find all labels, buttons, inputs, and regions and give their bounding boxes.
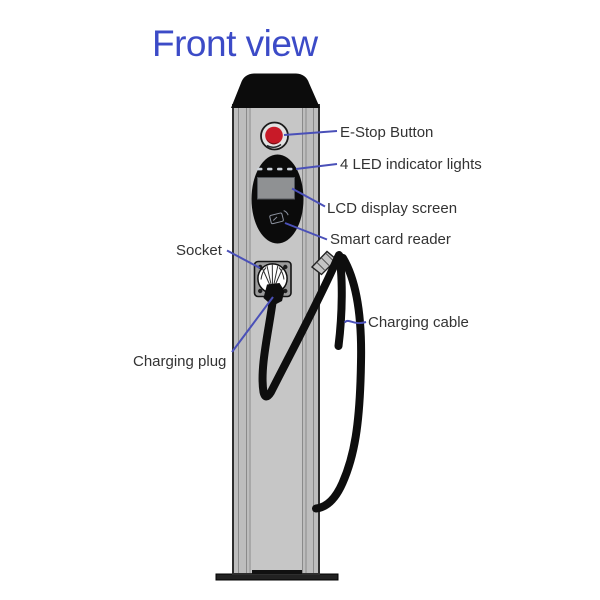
station-cap bbox=[231, 73, 320, 108]
leader-smart-card bbox=[284, 222, 328, 241]
leader-plug bbox=[231, 296, 274, 353]
leader-led bbox=[295, 163, 338, 170]
charging-cable bbox=[258, 251, 366, 513]
page-title: Front view bbox=[152, 23, 318, 64]
label-socket: Socket bbox=[176, 242, 222, 259]
leader-socket bbox=[226, 249, 261, 269]
label-lcd-display-screen: LCD display screen bbox=[327, 200, 458, 217]
lcd-screen bbox=[257, 177, 295, 200]
label-smart-card-reader: Smart card reader bbox=[330, 231, 451, 248]
label-charging-cable: Charging cable bbox=[368, 314, 469, 331]
label-charging-plug: Charging plug bbox=[133, 353, 227, 370]
label-e-stop-button: E-Stop Button bbox=[340, 124, 434, 141]
leader-e-stop bbox=[283, 130, 338, 136]
label-led-indicator-lights: 4 LED indicator lights bbox=[340, 156, 482, 173]
charging-plug bbox=[263, 283, 285, 306]
e-stop-button bbox=[260, 121, 289, 151]
leader-cable bbox=[343, 319, 367, 325]
leader-lcd bbox=[291, 187, 326, 208]
leader-lines bbox=[226, 130, 367, 353]
led-indicator-lights bbox=[257, 167, 293, 171]
smart-card-reader-icon bbox=[269, 210, 289, 225]
